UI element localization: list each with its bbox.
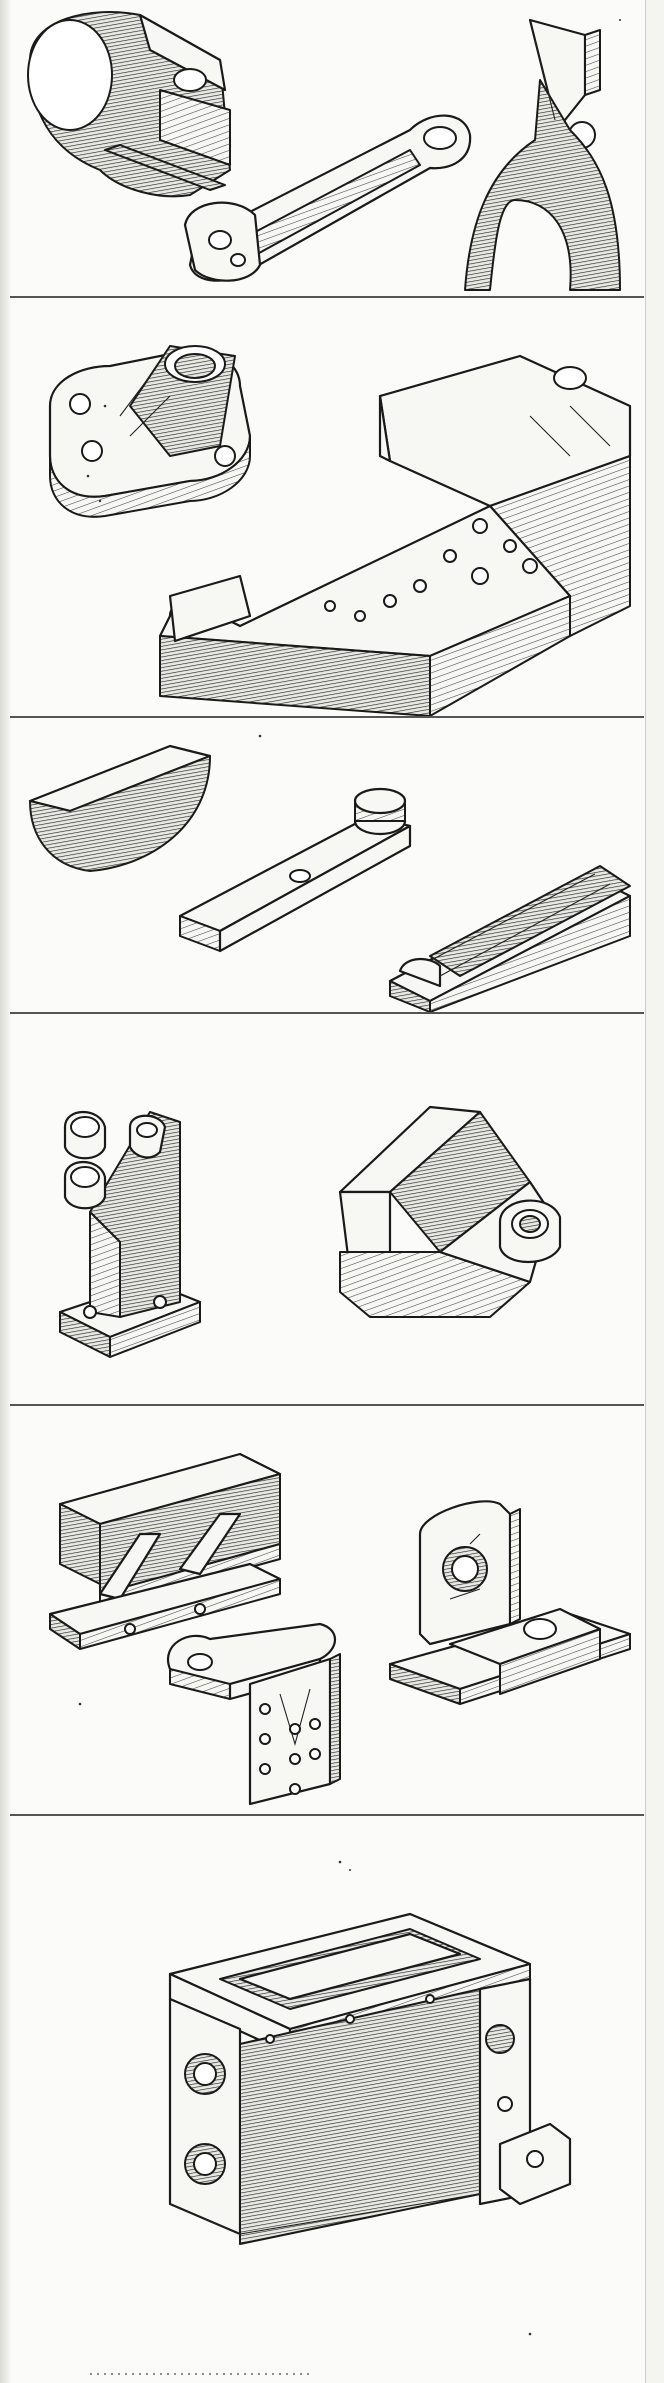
- bearing-flange: [48, 345, 252, 518]
- woodruff-key: [28, 744, 212, 872]
- v-slide-block: [388, 865, 632, 1012]
- panel-1: [10, 0, 644, 298]
- connecting-link: [183, 114, 472, 282]
- notched-base-plate: [158, 354, 632, 716]
- panel-4: [10, 1012, 644, 1406]
- panel-6: [10, 1814, 644, 2383]
- shift-fork: [464, 18, 621, 291]
- page-edge-strip: [645, 0, 664, 2383]
- angle-bracket: [167, 1622, 341, 1806]
- ribbed-tray: [48, 1452, 282, 1650]
- panel-3: [10, 716, 644, 1014]
- pin-bar: [178, 787, 412, 953]
- pedestal-bracket: [58, 1111, 202, 1358]
- page-spine-shadow: [0, 0, 12, 2383]
- panel-2: [10, 296, 644, 718]
- rectangular-frame-housing: [168, 1912, 572, 2245]
- v-support-bracket: [338, 1105, 562, 1318]
- panel-5: [10, 1404, 644, 1816]
- slide-fixture: [388, 1500, 632, 1705]
- ring-clamp: [27, 11, 231, 198]
